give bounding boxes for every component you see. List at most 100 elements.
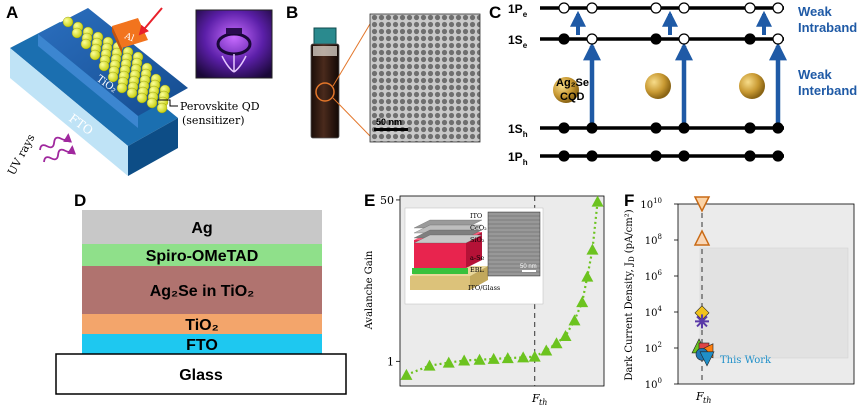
f-xlabel-sub: th bbox=[703, 396, 711, 405]
f-ylabel-unit: (pA/cm²) bbox=[624, 209, 635, 253]
panel-b: B 50 nm bbox=[286, 3, 481, 143]
layer-label: Spiro-OMeTAD bbox=[146, 248, 259, 265]
gain-point bbox=[423, 359, 436, 371]
level-dots bbox=[558, 2, 784, 162]
empty-state-dot bbox=[744, 2, 756, 14]
e-xlabel-sub: th bbox=[539, 398, 547, 406]
layer-0 bbox=[82, 210, 322, 244]
gain-point bbox=[528, 350, 541, 362]
electron-dot bbox=[772, 122, 784, 134]
y-tick-label: 50 bbox=[380, 194, 394, 207]
empty-state-dot bbox=[650, 2, 662, 14]
qd-sphere bbox=[116, 82, 128, 94]
electron-dot bbox=[678, 122, 690, 134]
panel-a: A Al FTO TiO₂ UV rays Perovskite QD bbox=[5, 3, 273, 178]
electron-dot bbox=[586, 122, 598, 134]
qd-sphere bbox=[146, 97, 158, 109]
electron-dot bbox=[558, 33, 570, 45]
dark-current-point bbox=[693, 196, 711, 213]
qd-sphere bbox=[71, 27, 83, 39]
gain-point bbox=[591, 195, 604, 207]
ag2se-cqd-sphere bbox=[553, 77, 579, 103]
this-work-label: This Work bbox=[720, 355, 772, 366]
gain-point bbox=[517, 351, 530, 363]
panel-label-f: F bbox=[624, 191, 634, 210]
gain-point bbox=[473, 353, 486, 365]
empty-state-dot bbox=[772, 2, 784, 14]
tem-scalebar-label: 50 nm bbox=[376, 117, 402, 127]
empty-state-dot bbox=[678, 33, 690, 45]
empty-state-dot bbox=[678, 2, 690, 14]
layer-label: Ag bbox=[191, 220, 212, 237]
f-xlabel: F bbox=[695, 390, 704, 403]
zoom-line-top bbox=[332, 23, 371, 87]
qd-sphere bbox=[156, 102, 168, 114]
red-arrow-icon bbox=[138, 7, 163, 36]
tem-scalebar bbox=[374, 128, 408, 131]
inset-layer-label: ITO/Glass bbox=[468, 284, 500, 292]
level-label: 1Sh bbox=[508, 122, 528, 139]
qd-sphere bbox=[98, 60, 110, 72]
layer-2 bbox=[82, 266, 322, 314]
gain-point bbox=[501, 352, 514, 364]
e-ylabel: Avalanche Gain bbox=[364, 250, 375, 330]
qd-sphere bbox=[107, 71, 119, 83]
zoom-line-bottom bbox=[332, 97, 371, 137]
level-label-sub: e bbox=[523, 41, 528, 50]
svg-text:Dark Current Density, JD (pA/c: Dark Current Density, JD (pA/cm²) bbox=[624, 209, 636, 380]
layer-5 bbox=[55, 353, 347, 395]
electron-dot bbox=[744, 33, 756, 45]
panel-label-e: E bbox=[364, 191, 375, 210]
qd-sphere bbox=[89, 49, 101, 61]
y-tick-label: 100 bbox=[645, 377, 662, 391]
e-xlabel: F bbox=[531, 392, 540, 405]
inset-thin-layer bbox=[413, 234, 483, 244]
electron-dot bbox=[558, 150, 570, 162]
qd-vial bbox=[310, 27, 340, 139]
interband-label-line2: Interband bbox=[798, 83, 857, 98]
dark-current-point bbox=[695, 314, 709, 329]
panel-label-b: B bbox=[286, 3, 298, 22]
intraband-label-line2: Intraband bbox=[798, 20, 857, 35]
vial-highlight-circle bbox=[315, 82, 335, 102]
empty-state-dot bbox=[772, 33, 784, 45]
panel-label-c: C bbox=[489, 3, 501, 22]
qd-sphere bbox=[136, 92, 148, 104]
y-tick-label: 1010 bbox=[640, 197, 662, 211]
device-photo bbox=[195, 9, 273, 79]
gain-point bbox=[576, 296, 589, 308]
panel-e: E 150 Avalanche Gain F th 50 nm ITOCeO₂S… bbox=[364, 191, 605, 406]
layer-label: TiO₂ bbox=[185, 317, 218, 334]
electron-dot bbox=[744, 150, 756, 162]
al-label: Al bbox=[122, 31, 135, 44]
level-label: 1Se bbox=[508, 33, 528, 50]
inset-layer-label: ITO bbox=[470, 212, 482, 220]
level-label: 1Pe bbox=[508, 2, 528, 19]
level-label: 1Ph bbox=[508, 150, 528, 167]
sem-image bbox=[487, 211, 541, 277]
y-tick-label: 102 bbox=[645, 341, 662, 355]
level-label-sub: e bbox=[523, 10, 528, 19]
intraband-label-line1: Weak bbox=[798, 4, 832, 19]
y-tick-label: 106 bbox=[645, 269, 663, 283]
inset-layer-label: CeO₂ bbox=[470, 224, 487, 232]
qd-label-line2: (sensitizer) bbox=[182, 114, 245, 127]
electron-dot bbox=[772, 150, 784, 162]
inset-layer-label: a-Se bbox=[470, 254, 485, 262]
gain-point bbox=[586, 243, 599, 255]
gain-point bbox=[550, 337, 563, 349]
electron-dot bbox=[650, 122, 662, 134]
gain-point bbox=[559, 329, 572, 341]
uv-label: UV rays bbox=[5, 132, 37, 178]
transition-arrows bbox=[570, 10, 787, 124]
dark-current-point bbox=[693, 229, 711, 246]
layer-label: Glass bbox=[179, 367, 223, 384]
layer-4 bbox=[82, 334, 322, 354]
qd-sphere bbox=[126, 87, 138, 99]
energy-levels bbox=[540, 6, 784, 158]
qd-leader-line bbox=[158, 99, 178, 107]
cqd-label-line2: CQD bbox=[560, 91, 585, 103]
